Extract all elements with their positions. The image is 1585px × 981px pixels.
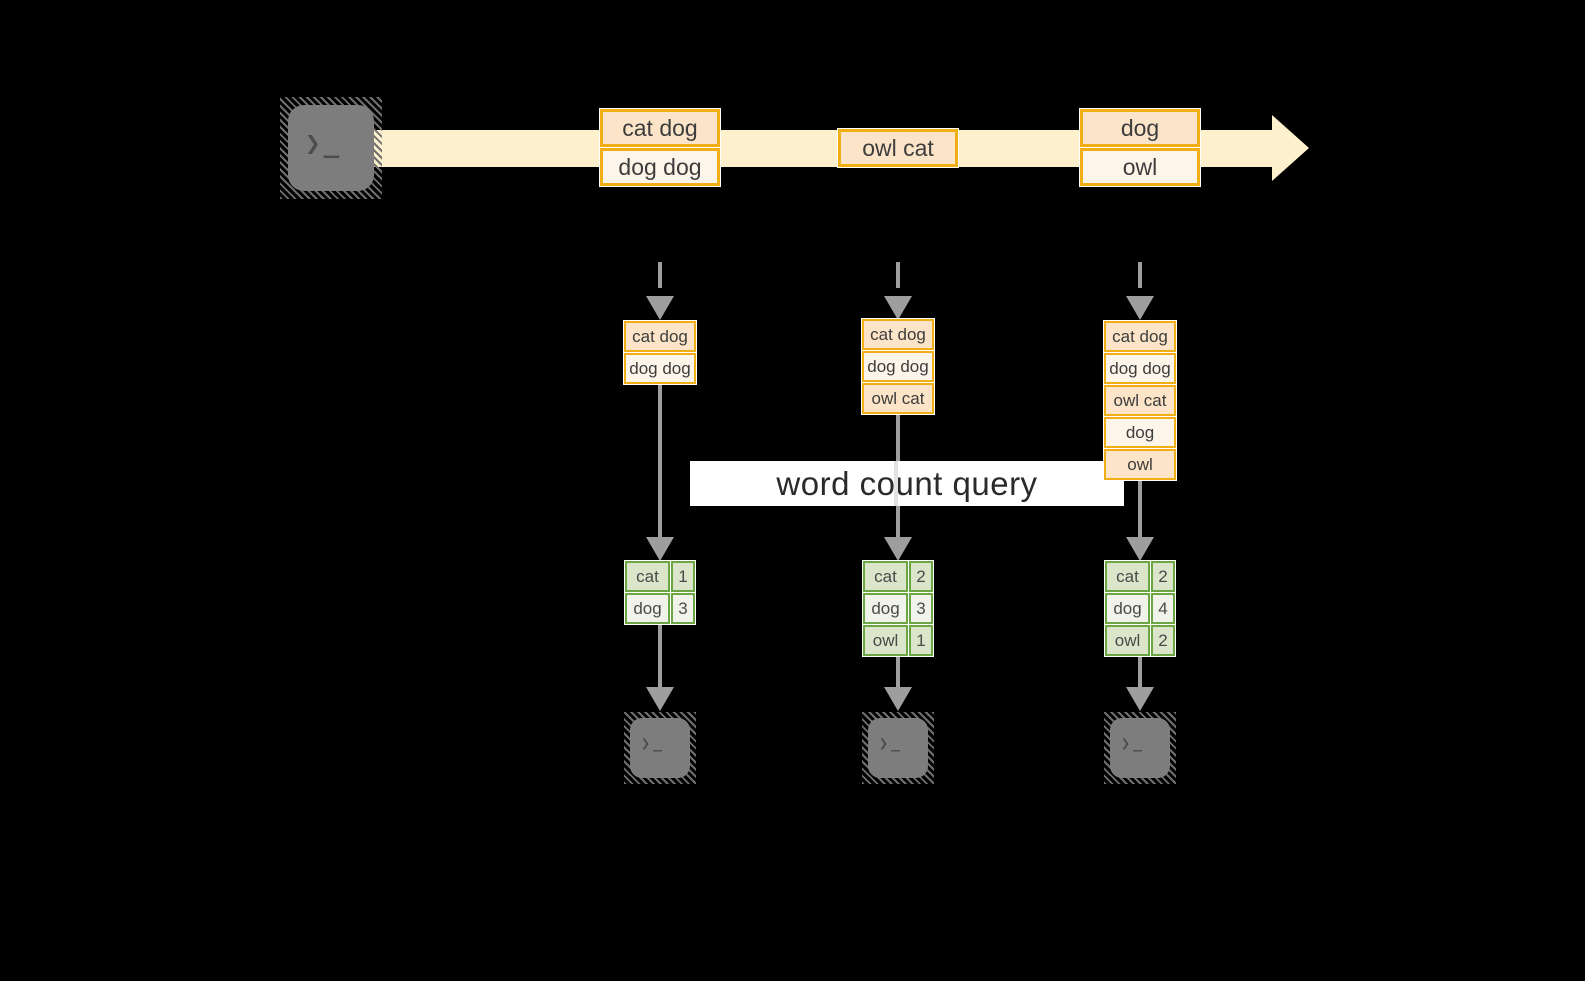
stack-record: owl cat bbox=[1104, 385, 1176, 416]
sink-terminal-icon: ❯_ bbox=[630, 718, 690, 778]
count-table-3: cat 2 dog 4 owl 2 bbox=[1104, 560, 1176, 657]
query-band: word count query bbox=[690, 461, 1124, 506]
count-word: owl bbox=[1105, 625, 1150, 656]
flow-arrow-head-icon bbox=[1126, 537, 1154, 561]
stream-record-group-3: dog owl bbox=[1079, 108, 1201, 187]
count-word: owl bbox=[863, 625, 908, 656]
stack-record: dog dog bbox=[624, 353, 696, 384]
stream-arrow-head-icon bbox=[1272, 115, 1309, 181]
count-table-1: cat 1 dog 3 bbox=[624, 560, 696, 625]
count-value: 2 bbox=[1151, 625, 1175, 656]
stack-record: owl bbox=[1104, 449, 1176, 480]
count-value: 3 bbox=[671, 593, 695, 624]
flow-arrow bbox=[1138, 481, 1142, 537]
record-stack-2: cat dog dog dog owl cat bbox=[861, 318, 935, 415]
record-stack-1: cat dog dog dog bbox=[623, 320, 697, 385]
sink-terminal-icon: ❯_ bbox=[868, 718, 928, 778]
flow-arrow-head-icon bbox=[884, 537, 912, 561]
flow-arrow bbox=[1138, 657, 1142, 687]
dashed-arrow-head-icon bbox=[1126, 296, 1154, 320]
count-value: 2 bbox=[1151, 561, 1175, 592]
flow-arrow bbox=[896, 657, 900, 687]
terminal-prompt-icon: ❯_ bbox=[1121, 734, 1146, 752]
stream-record: owl cat bbox=[838, 129, 958, 167]
stream-record-group-2: owl cat bbox=[837, 128, 959, 168]
terminal-prompt-icon: ❯_ bbox=[879, 734, 904, 752]
count-value: 1 bbox=[909, 625, 933, 656]
count-word: dog bbox=[625, 593, 670, 624]
stream-record-group-1: cat dog dog dog bbox=[599, 108, 721, 187]
count-table-2: cat 2 dog 3 owl 1 bbox=[862, 560, 934, 657]
count-value: 2 bbox=[909, 561, 933, 592]
dashed-arrow bbox=[658, 262, 662, 288]
flow-arrow-head-icon bbox=[1126, 687, 1154, 711]
dashed-arrow bbox=[1138, 262, 1142, 288]
count-word: cat bbox=[1105, 561, 1150, 592]
count-word: dog bbox=[1105, 593, 1150, 624]
dashed-arrow-head-icon bbox=[884, 296, 912, 320]
query-band-label: word count query bbox=[776, 464, 1038, 502]
sink-terminal-icon: ❯_ bbox=[1110, 718, 1170, 778]
count-word: cat bbox=[625, 561, 670, 592]
stack-record: owl cat bbox=[862, 383, 934, 414]
terminal-prompt-icon: ❯_ bbox=[641, 734, 666, 752]
flow-arrow bbox=[658, 385, 662, 537]
count-value: 1 bbox=[671, 561, 695, 592]
stream-record: dog dog bbox=[600, 148, 720, 186]
flow-arrow-head-icon bbox=[884, 687, 912, 711]
count-value: 4 bbox=[1151, 593, 1175, 624]
flow-arrow bbox=[658, 625, 662, 687]
stream-record: cat dog bbox=[600, 109, 720, 147]
stream-record: owl bbox=[1080, 148, 1200, 186]
record-stack-3: cat dog dog dog owl cat dog owl bbox=[1103, 320, 1177, 481]
stack-record: dog dog bbox=[1104, 353, 1176, 384]
source-terminal-icon: ❯_ bbox=[288, 105, 374, 191]
count-value: 3 bbox=[909, 593, 933, 624]
stack-record: dog dog bbox=[862, 351, 934, 382]
stream-record: dog bbox=[1080, 109, 1200, 147]
terminal-prompt-icon: ❯_ bbox=[305, 129, 343, 159]
stack-record: cat dog bbox=[1104, 321, 1176, 352]
stack-record: cat dog bbox=[624, 321, 696, 352]
count-word: cat bbox=[863, 561, 908, 592]
stack-record: cat dog bbox=[862, 319, 934, 350]
dashed-arrow bbox=[896, 262, 900, 288]
flow-arrow-head-icon bbox=[646, 687, 674, 711]
count-word: dog bbox=[863, 593, 908, 624]
stack-record: dog bbox=[1104, 417, 1176, 448]
flow-arrow-head-icon bbox=[646, 537, 674, 561]
dashed-arrow-head-icon bbox=[646, 296, 674, 320]
